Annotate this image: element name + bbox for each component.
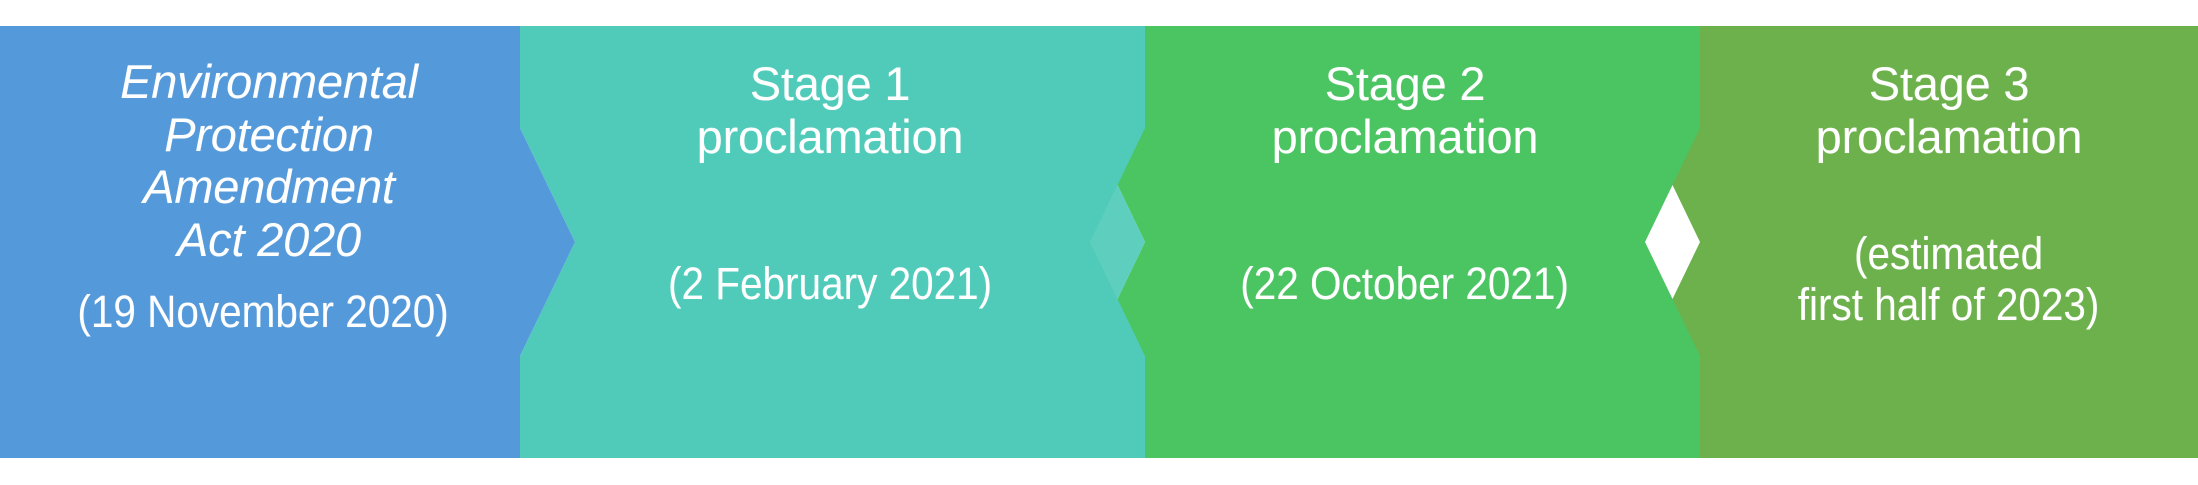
stage-act-date: (19 November 2020) xyxy=(76,285,449,337)
chevron-labels: Environmental Protection Amendment Act 2… xyxy=(0,26,2198,458)
chevron-shape-stage-3 xyxy=(1645,26,2198,458)
stage-3[interactable]: Stage 3 proclamation (estimated first ha… xyxy=(1700,26,2198,458)
chevron-shapes xyxy=(0,26,2198,458)
stage-2[interactable]: Stage 2 proclamation (22 October 2021) xyxy=(1145,26,1665,458)
stage-3-date: (estimated first half of 2023) xyxy=(1798,228,2100,330)
chevron-band xyxy=(0,26,2198,458)
stage-2-date: (22 October 2021) xyxy=(1240,258,1570,310)
chevron-overlap-stage-1-stage-2 xyxy=(1012,128,1145,356)
chevron-shape-stage-1 xyxy=(520,26,1145,458)
stage-3-title: Stage 3 proclamation xyxy=(1815,57,2083,163)
stage-act[interactable]: Environmental Protection Amendment Act 2… xyxy=(0,26,520,458)
stage-1[interactable]: Stage 1 proclamation (2 February 2021) xyxy=(570,26,1090,458)
stage-1-date: (2 February 2021) xyxy=(667,258,993,310)
stage-1-title: Stage 1 proclamation xyxy=(696,57,964,163)
chevron-shape-stage-2 xyxy=(1090,26,1700,458)
chevron-shape-act xyxy=(0,26,575,458)
stage-act-title: Environmental Protection Amendment Act 2… xyxy=(120,55,418,266)
stage-2-title: Stage 2 proclamation xyxy=(1271,57,1539,163)
